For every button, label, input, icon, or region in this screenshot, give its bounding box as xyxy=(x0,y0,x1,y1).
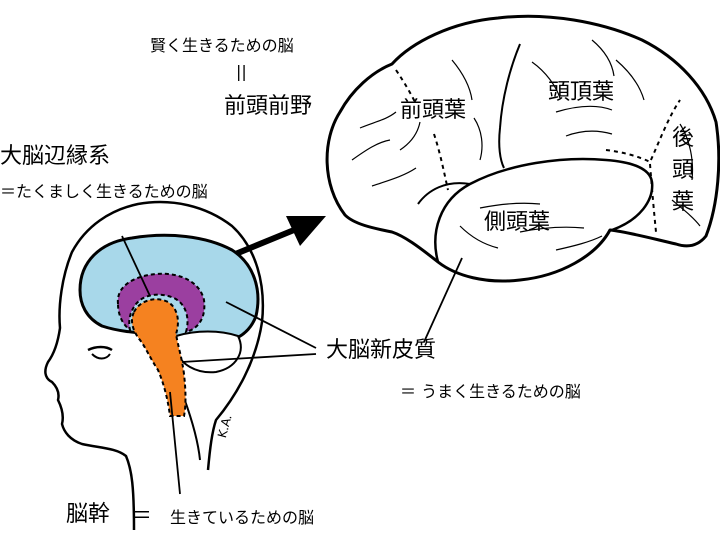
brainstem-caption: 生きているための脳 xyxy=(170,508,315,527)
occipital-lobe-label-3: 葉 xyxy=(672,190,695,215)
frontal-boundary-dashed xyxy=(395,69,417,105)
brainstem-label: 脳幹 xyxy=(66,502,111,527)
head-profile xyxy=(44,200,265,531)
limbic-caption: ＝たくましく生きるための脳 xyxy=(0,182,208,201)
prefrontal-label: 前頭前野 xyxy=(224,94,313,119)
lateral-brain xyxy=(325,14,720,283)
prefrontal-equals: || xyxy=(236,62,247,81)
limbic-label: 大脳辺縁系 xyxy=(0,144,111,169)
neocortex-leader xyxy=(225,301,317,349)
limbic-region xyxy=(116,272,206,334)
lateral-brain-outline xyxy=(325,14,720,283)
brainstem-equals: ＝ xyxy=(130,504,153,529)
sylvian-fissure xyxy=(417,182,471,205)
limbic-leader xyxy=(121,235,151,297)
leader-lines xyxy=(121,235,463,495)
frontal-lobe-label: 前頭葉 xyxy=(400,98,467,123)
occipital-lobe-label-2: 頭 xyxy=(672,158,695,183)
neocortex-inner-leader xyxy=(181,353,317,363)
parietal-occipital-dashed xyxy=(605,99,681,163)
parietal-lobe-label: 頭頂葉 xyxy=(548,80,615,105)
neocortex-inner-outline xyxy=(175,330,242,374)
inner-brain xyxy=(78,233,260,417)
head-outline xyxy=(44,200,265,531)
prefrontal-caption: 賢く生きるための脳 xyxy=(150,36,294,55)
neocortex-label: 大脳新皮質 xyxy=(326,338,437,363)
temporal-leader xyxy=(423,257,463,343)
central-sulcus xyxy=(498,43,521,169)
occipital-lobe-label-1: 後 xyxy=(672,126,695,151)
neck-line xyxy=(183,397,201,461)
eye xyxy=(87,345,113,352)
neocortex-caption: ＝ うまく生きるための脳 xyxy=(400,382,581,401)
brainstem-region xyxy=(131,298,187,417)
gyri-lines xyxy=(351,39,701,251)
temporal-lobe-outline xyxy=(434,157,654,263)
temporal-lobe-label: 側頭葉 xyxy=(484,210,551,235)
brainstem-leader xyxy=(169,391,181,495)
